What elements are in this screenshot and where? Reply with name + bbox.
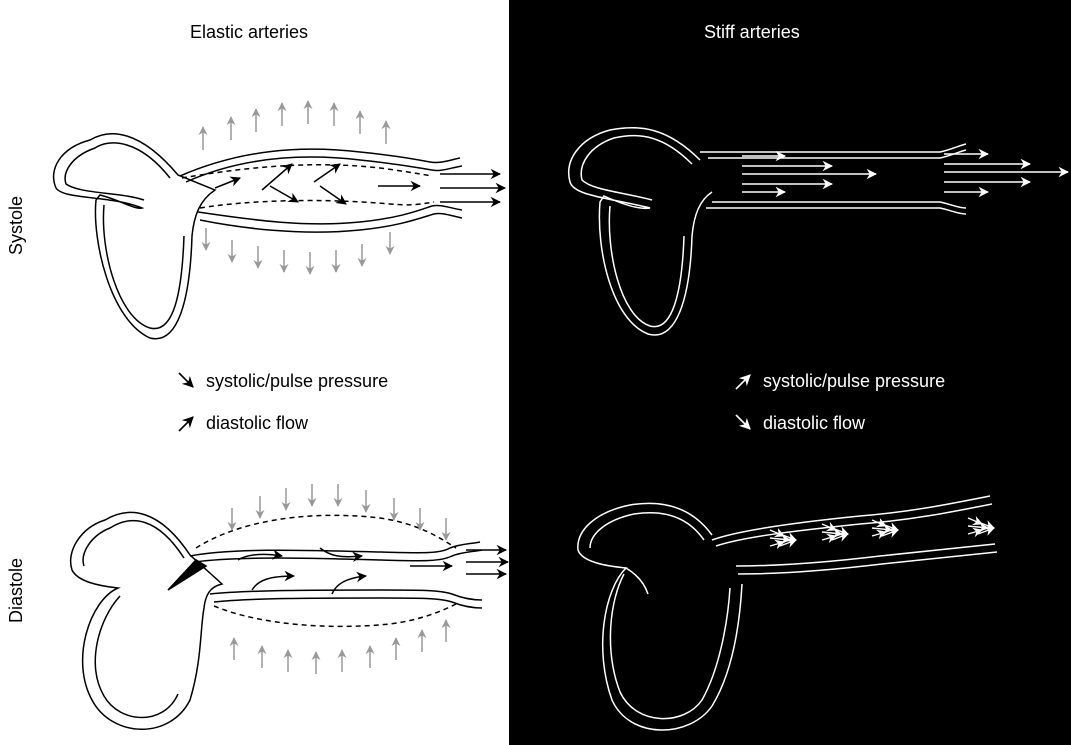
recoil-wall-dashed-bottom: [214, 604, 456, 626]
elastic-systole-diagram: [54, 134, 505, 339]
flow-arrow: [252, 576, 294, 590]
legend-label: diastolic flow: [763, 413, 865, 434]
systole-row-label: Systole: [6, 196, 27, 255]
flow-arrow: [270, 186, 298, 202]
expanded-wall-dashed-bottom: [200, 201, 434, 208]
arrow-up-right-icon: [176, 412, 198, 434]
aorta-upper-wall: [712, 496, 992, 546]
legend-label: systolic/pulse pressure: [206, 371, 388, 392]
mitral-valve-line: [626, 568, 648, 594]
flow-arrow: [320, 548, 362, 557]
aorta-lower-wall: [210, 590, 482, 608]
stiff-legend-pulse-pressure: systolic/pulse pressure: [733, 370, 945, 392]
elastic-diastole-diagram: [71, 512, 508, 729]
elastic-diastole-pressure-arrows: [232, 484, 446, 674]
flow-arrow: [332, 576, 366, 594]
elastic-arteries-heading: Elastic arteries: [190, 22, 308, 43]
aorta-upper-wall: [700, 144, 966, 158]
legend-label: diastolic flow: [206, 413, 308, 434]
diastole-row-label: Diastole: [6, 558, 27, 623]
heart-outline: [71, 512, 222, 729]
heart-outline: [54, 134, 215, 339]
flow-arrow: [262, 164, 292, 190]
arrow-down-right-icon: [733, 412, 755, 434]
flow-arrow: [320, 186, 346, 204]
heart-inner-outline: [581, 136, 692, 327]
recoil-wall-dashed-top: [196, 515, 456, 548]
flow-arrow: [215, 178, 240, 188]
aorta-lower-wall: [706, 202, 966, 214]
arrow-up-right-icon: [733, 370, 755, 392]
stiff-systole-diagram: [569, 128, 1068, 335]
stiff-diastole-diagram: [578, 496, 997, 730]
expanded-wall-dashed-top: [182, 165, 432, 178]
heart-outline: [578, 503, 742, 730]
heart-outline: [569, 128, 712, 335]
aorta-upper-wall: [190, 542, 482, 562]
elastic-systole-pressure-arrows: [203, 101, 390, 274]
elastic-legend-pulse-pressure: systolic/pulse pressure: [176, 370, 388, 392]
elastic-legend-diastolic-flow: diastolic flow: [176, 412, 308, 434]
stiff-legend-diastolic-flow: diastolic flow: [733, 412, 865, 434]
aorta-lower-wall: [198, 205, 462, 232]
arrow-down-right-icon: [176, 370, 198, 392]
heart-inner-outline: [590, 513, 730, 719]
stiff-arteries-heading: Stiff arteries: [704, 22, 800, 43]
flow-arrow: [314, 164, 340, 182]
aorta-lower-wall: [736, 544, 997, 574]
legend-label: systolic/pulse pressure: [763, 371, 945, 392]
